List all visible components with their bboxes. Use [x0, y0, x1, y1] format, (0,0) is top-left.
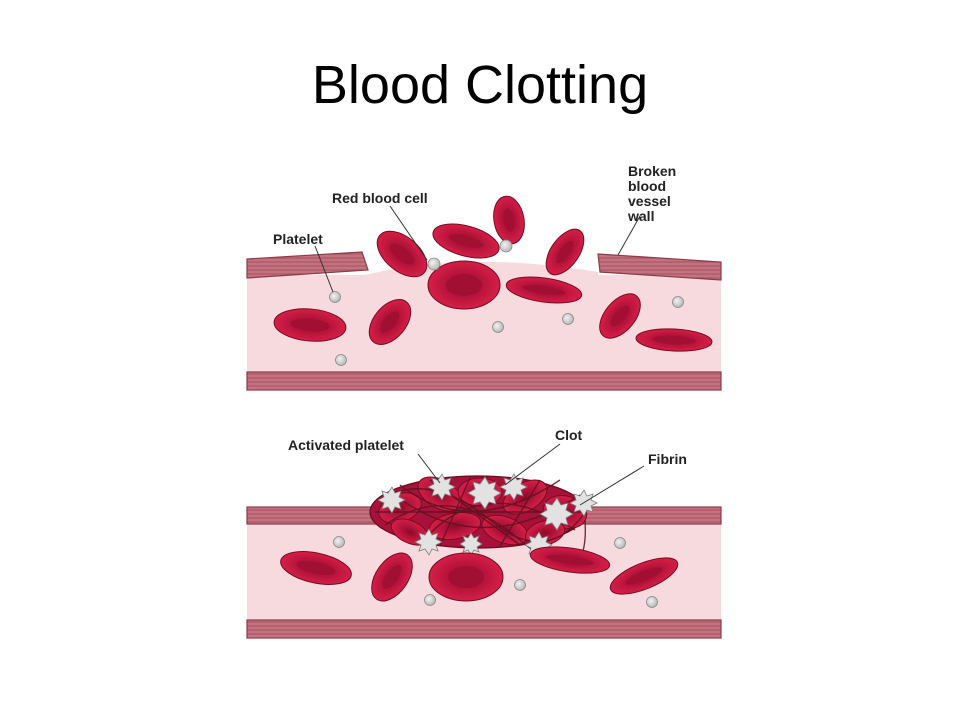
activated-platelet-leader — [417, 453, 441, 484]
clot-leader — [504, 443, 561, 486]
red-blood-cell-icon — [432, 223, 500, 259]
label-platelet: Platelet — [273, 231, 323, 247]
red-blood-cell-icon — [376, 230, 428, 278]
platelet-icon — [459, 532, 483, 556]
vessel-bottom-panel: Activated platelet Clot Fibrin — [246, 427, 722, 639]
vessel-wall-bottom — [246, 371, 722, 391]
red-blood-cell-icon — [529, 546, 611, 574]
label-red-blood-cell: Red blood cell — [332, 190, 428, 206]
platelet-icon — [492, 321, 504, 333]
label-broken-wall-1: Broken — [628, 163, 676, 179]
platelet-icon — [614, 537, 626, 549]
label-fibrin: Fibrin — [648, 451, 687, 467]
vessel-top-panel: Red blood cell Platelet Broken blood ves… — [246, 163, 722, 391]
red-blood-cell-icon — [280, 551, 352, 585]
label-activated-platelet: Activated platelet — [288, 437, 404, 453]
platelet-icon — [333, 536, 345, 548]
red-blood-cells — [280, 546, 679, 602]
platelet-icon — [427, 257, 441, 271]
platelet-icon — [335, 354, 347, 366]
fibrin-leader — [579, 465, 645, 506]
vessel-wall-top-left — [246, 251, 369, 279]
label-broken-wall-2: blood — [628, 178, 666, 194]
platelet-icon — [539, 497, 574, 531]
red-blood-cell-icon — [368, 299, 412, 345]
platelet-icon — [467, 476, 502, 510]
red-blood-cell-icon — [505, 276, 583, 304]
platelet-icon — [672, 296, 684, 308]
red-blood-cell-icon — [599, 293, 641, 339]
platelet-icon — [424, 594, 436, 606]
platelet-icon — [329, 291, 341, 303]
platelet-icon — [427, 473, 456, 501]
red-blood-cell-icon — [428, 552, 504, 602]
platelets — [329, 239, 684, 366]
red-blood-cell-leader — [389, 205, 428, 261]
platelets — [333, 536, 658, 608]
vessel-wall-bottom — [246, 619, 722, 639]
red-blood-cell-icon — [545, 228, 585, 276]
label-broken-wall-4: wall — [627, 208, 654, 224]
label-clot: Clot — [555, 427, 583, 443]
platelet-leader — [314, 245, 334, 293]
broken-wall-leader — [617, 215, 641, 256]
platelet-icon — [514, 579, 526, 591]
slide-title: Blood Clotting — [311, 55, 649, 115]
clot-mass — [369, 473, 598, 567]
platelet-icon — [499, 473, 528, 501]
red-blood-cells — [273, 195, 713, 352]
red-blood-cell-icon — [635, 328, 713, 352]
vessel-wall-top-right — [597, 253, 722, 281]
platelet-icon — [414, 528, 443, 556]
red-blood-cell-icon — [427, 260, 501, 310]
red-blood-cell-icon — [493, 195, 525, 245]
platelet-icon — [562, 313, 574, 325]
platelet-icon — [499, 239, 513, 253]
label-broken-wall-3: vessel — [628, 193, 671, 209]
red-blood-cell-icon — [273, 308, 347, 342]
red-blood-cell-icon — [371, 552, 413, 602]
platelet-icon — [646, 596, 658, 608]
platelet-icon — [377, 486, 406, 514]
activated-platelets — [377, 473, 598, 559]
red-blood-cell-icon — [609, 557, 679, 595]
